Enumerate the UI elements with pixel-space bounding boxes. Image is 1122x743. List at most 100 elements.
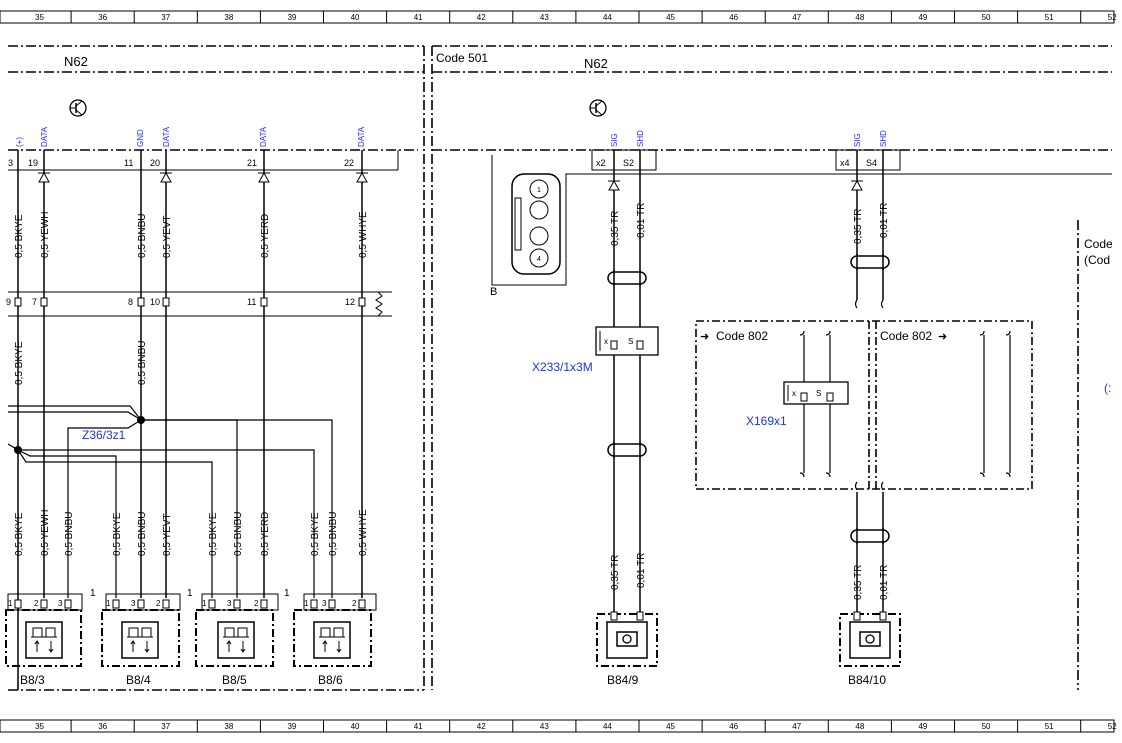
connector-pin: S bbox=[816, 389, 821, 398]
sensor-b8-5: B8/5 bbox=[195, 609, 274, 687]
ruler-column-number: 38 bbox=[224, 722, 233, 731]
ruler-column-number: 39 bbox=[287, 722, 296, 731]
pin-number: 9 bbox=[6, 297, 11, 307]
svg-text:➜: ➜ bbox=[700, 331, 709, 343]
ruler-column-number: 47 bbox=[792, 722, 801, 731]
svg-text:➜: ➜ bbox=[938, 331, 947, 343]
wire-label: 0,5 WHYE bbox=[358, 211, 369, 258]
wire-label: 0,01 TR bbox=[879, 203, 890, 238]
camera-label: B84/10 bbox=[848, 673, 886, 687]
pin-number: 7 bbox=[32, 297, 37, 307]
module-code-label: Code 501 bbox=[436, 51, 488, 65]
pin-function-label: SIG bbox=[610, 133, 619, 147]
pin-number: 10 bbox=[150, 297, 160, 307]
wire-label: 0,5 BKYE bbox=[208, 512, 219, 556]
edge-label: (: bbox=[1104, 381, 1111, 395]
sensor-b8-4: B8/4 bbox=[101, 609, 180, 687]
sensor-label: B8/5 bbox=[222, 673, 247, 687]
ruler-column-number: 46 bbox=[729, 722, 738, 731]
connector-pin: S bbox=[628, 337, 633, 346]
wire-label: 0,01 TR bbox=[636, 553, 647, 588]
ruler-column-number: 35 bbox=[35, 722, 44, 731]
ruler-column-number: 49 bbox=[918, 13, 927, 22]
sensor-label: B8/3 bbox=[20, 673, 45, 687]
ruler-column-number: 35 bbox=[35, 13, 44, 22]
sensor-icon bbox=[127, 627, 153, 653]
code-802-region: ➜ Code 802 Code 802 ➜ x S X169x1 bbox=[695, 320, 1033, 490]
wire-label: 0,5 WHYE bbox=[358, 509, 369, 556]
wire-label: 0,35 TR bbox=[610, 211, 621, 246]
wire-label: 0,5 BNBU bbox=[137, 512, 148, 556]
ruler-column-number: 51 bbox=[1045, 722, 1054, 731]
wire-label: 0,5 BNBU bbox=[328, 512, 339, 556]
ruler-column-number: 40 bbox=[351, 722, 360, 731]
module-boundaries bbox=[8, 45, 1112, 691]
ruler-column-number: 43 bbox=[540, 13, 549, 22]
sensor-pin-number: 2 bbox=[254, 599, 259, 608]
ruler-column-number: 44 bbox=[603, 722, 612, 731]
connector-label: X233/1x3M bbox=[532, 360, 593, 374]
pin-number: 11 bbox=[247, 297, 256, 307]
ruler-column-number: 40 bbox=[351, 13, 360, 22]
pin-function-label: SHD bbox=[636, 130, 645, 147]
pin-number: 19 bbox=[28, 158, 38, 168]
sensor-pin-number: 1 bbox=[202, 599, 207, 608]
transistor-icon bbox=[69, 99, 87, 117]
ruler-column-number: 36 bbox=[98, 722, 107, 731]
pin-function-label: DATA bbox=[259, 126, 268, 147]
ruler-column-number: 48 bbox=[855, 13, 864, 22]
wire-label: 0,5 YEWH bbox=[40, 212, 51, 259]
pin-number: 12 bbox=[345, 297, 355, 307]
sensor-pin-number: 1 bbox=[106, 599, 111, 608]
connector-pin: 1 bbox=[537, 187, 541, 194]
camera-b84-9: B84/9 bbox=[596, 611, 658, 687]
wire-label: 0,5 BKYE bbox=[310, 512, 321, 556]
edge-label: Code bbox=[1084, 237, 1113, 251]
code-label: Code 802 bbox=[880, 329, 932, 343]
sensor-b8-3: B8/3 bbox=[5, 609, 82, 687]
camera-b84-10: B84/10 bbox=[839, 611, 901, 687]
ruler-column-number: 41 bbox=[414, 722, 423, 731]
wire-label: 0,35 TR bbox=[853, 209, 864, 244]
pin-ref: x4 bbox=[840, 158, 850, 168]
pin-ref: x2 bbox=[596, 158, 606, 168]
pin-function-label: DATA bbox=[357, 126, 366, 147]
splice-label: Z36/3z1 bbox=[82, 428, 126, 442]
sensor-corner-number: 1 bbox=[284, 588, 290, 599]
ruler-column-number: 37 bbox=[161, 13, 170, 22]
sensor-corner-number: 1 bbox=[187, 588, 193, 599]
sensor-icon bbox=[31, 627, 57, 653]
ruler-column-number: 39 bbox=[287, 13, 296, 22]
wire-label: 0,5 YEVT bbox=[162, 215, 173, 258]
pin-function-label: (+) bbox=[15, 137, 24, 147]
wire-label: 0,5 BKYE bbox=[14, 341, 25, 385]
wire-label: 0,5 BKYE bbox=[14, 214, 25, 258]
sensor-pin-number: 2 bbox=[34, 599, 39, 608]
pin-function-label: GND bbox=[136, 129, 145, 147]
sensor-b8-6: B8/6 bbox=[293, 609, 372, 687]
pin-number: 8 bbox=[128, 297, 133, 307]
left-module: N62 (+) DATA GND DATA DATA DATA 3 19 11 … bbox=[5, 54, 399, 690]
pin-ref: S2 bbox=[623, 158, 634, 168]
ruler-column-number: 45 bbox=[666, 13, 675, 22]
right-module: Code 501 N62 1 4 B SIG SHD SIG SHD bbox=[436, 51, 1113, 687]
sensor-icon bbox=[223, 627, 249, 653]
sensor-pin-number: 3 bbox=[227, 599, 232, 608]
connector-b: 1 4 B bbox=[490, 155, 1112, 298]
sensor-label: B8/4 bbox=[126, 673, 151, 687]
wire-label: 0,35 TR bbox=[853, 565, 864, 600]
wire-label: 0,5 YERD bbox=[260, 512, 271, 556]
pin-number: 21 bbox=[247, 158, 257, 168]
ruler-column-number: 42 bbox=[477, 13, 486, 22]
pin-number: 3 bbox=[8, 158, 13, 168]
sensor-pin-number: 3 bbox=[58, 599, 63, 608]
wire-label: 0,35 TR bbox=[610, 555, 621, 590]
connector-label: B bbox=[490, 286, 497, 298]
wire-label: 0,01 TR bbox=[879, 565, 890, 600]
sensor-pin-number: 3 bbox=[131, 599, 136, 608]
wire-label: 0,5 YEVT bbox=[162, 513, 173, 556]
ruler-column-number: 43 bbox=[540, 722, 549, 731]
ruler-column-number: 36 bbox=[98, 13, 107, 22]
